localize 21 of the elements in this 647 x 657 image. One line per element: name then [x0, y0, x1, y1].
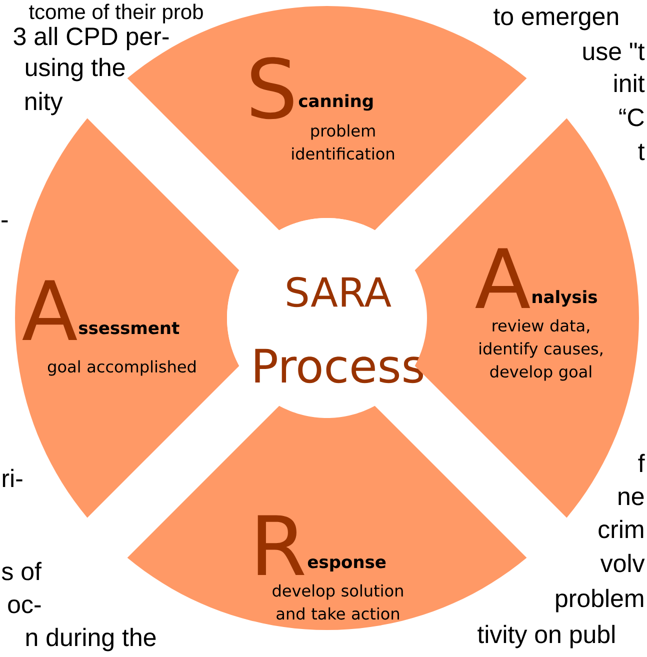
sector-description: goal accomplished	[48, 360, 196, 376]
sector-description: problem identification	[292, 124, 394, 160]
text-fragment: oc-	[8, 600, 41, 614]
text-fragment: init	[614, 74, 645, 92]
text-fragment: f	[638, 454, 645, 472]
text-fragment: n during the	[26, 628, 156, 652]
sector-description: develop solution and take action	[272, 584, 403, 620]
sector-title: esponse	[308, 558, 386, 572]
text-fragment: problem	[556, 588, 644, 612]
sector-title: canning	[298, 94, 373, 111]
text-fragment: volv	[600, 554, 645, 572]
sector-title: nalysis	[532, 290, 597, 307]
text-fragment: nity	[26, 92, 63, 116]
text-fragment: crim	[598, 520, 644, 538]
text-fragment: s of	[2, 562, 42, 580]
text-fragment: use "t	[583, 42, 645, 60]
sector-description: review data, identify causes, develop goal	[480, 319, 602, 381]
text-fragment: t	[638, 144, 645, 160]
hub-title: SARA	[287, 276, 392, 308]
text-fragment: using the	[26, 58, 125, 82]
sector-title: ssessment	[79, 322, 180, 334]
